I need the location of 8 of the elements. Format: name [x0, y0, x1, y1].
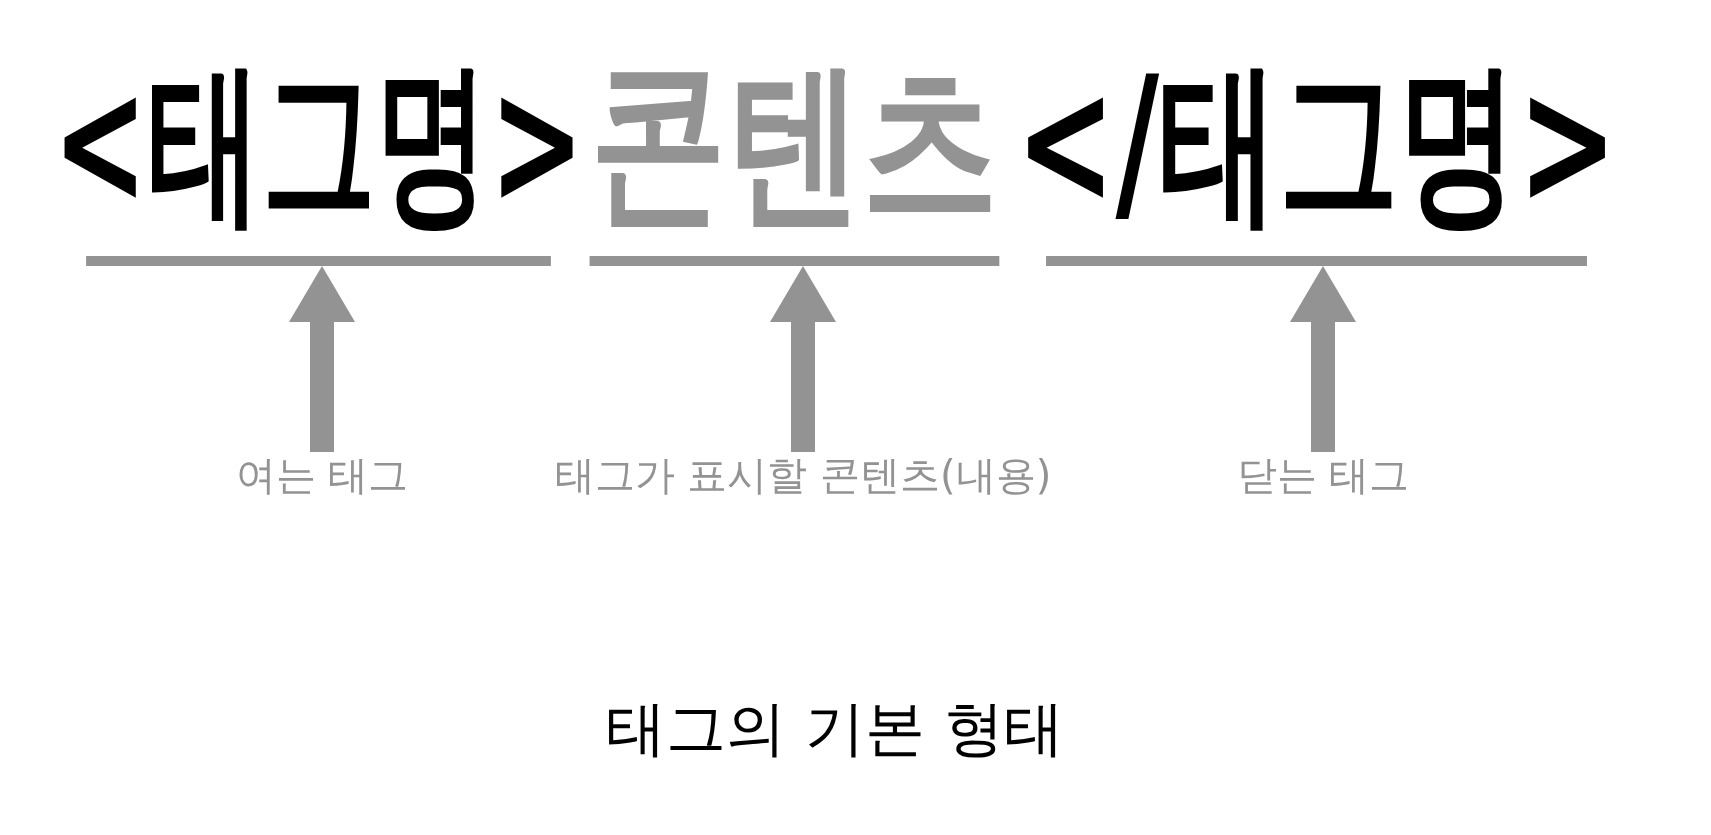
annotation-label: 닫는 태그 — [1236, 452, 1410, 498]
arrow — [770, 266, 836, 452]
arrow — [1290, 266, 1356, 452]
closing-tag-text: </태그명> — [1015, 44, 1617, 266]
annotation-label: 여는 태그 — [235, 452, 409, 498]
caption: 태그의 기본 형태 — [605, 694, 1065, 763]
annotation-label: 태그가 표시할 콘텐츠(내용) — [554, 452, 1052, 498]
arrow — [289, 266, 355, 452]
